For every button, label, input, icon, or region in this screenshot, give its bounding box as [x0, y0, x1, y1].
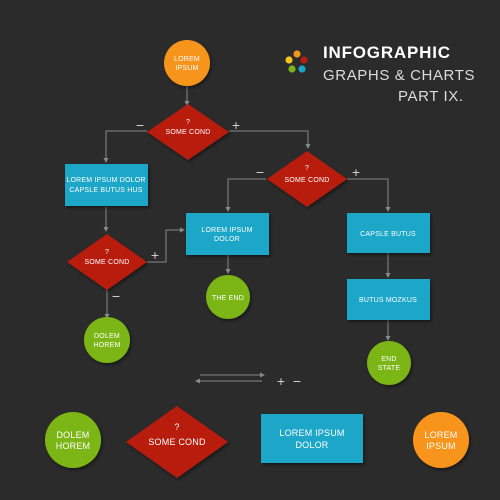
condition-question: ?	[105, 249, 109, 256]
condition-label: SOME COND	[166, 129, 211, 136]
arrow-icon	[260, 372, 265, 378]
arrow-icon	[385, 207, 391, 212]
process-rect	[186, 213, 269, 255]
arrow-icon	[180, 227, 185, 233]
title-block: INFOGRAPHIC GRAPHS & CHARTS PART IX.	[285, 43, 475, 105]
process-label-line2: DOLOR	[214, 236, 240, 243]
legend-diamond-label: SOME COND	[148, 437, 206, 447]
condition-diamond	[147, 104, 229, 160]
start-label-line2: IPSUM	[175, 65, 198, 72]
process-box-left: LOREM IPSUM DOLOR CAPSLE BUTUS HUS	[65, 164, 148, 206]
legend-red-diamond	[126, 406, 228, 478]
title-line2: GRAPHS & CHARTS	[323, 67, 475, 84]
arrow-icon	[385, 273, 391, 278]
the-end-node: THE END	[206, 275, 250, 319]
arrow-icon	[305, 144, 311, 149]
process-rect	[347, 213, 430, 253]
condition-diamond	[67, 234, 147, 290]
condition-question: ?	[186, 119, 190, 126]
end-label-line1: END	[381, 356, 396, 363]
arrow-icon	[225, 269, 231, 274]
condition-label: SOME COND	[85, 259, 130, 266]
minus-sign: −	[135, 119, 144, 132]
process-label-line1: LOREM IPSUM DOLOR	[66, 177, 145, 184]
arrow-icon	[104, 314, 110, 319]
legend-box-line1: LOREM IPSUM	[279, 428, 344, 438]
the-end-label: THE END	[212, 295, 244, 302]
process-label: CAPSLE BUTUS	[360, 231, 416, 238]
logo-dot	[298, 65, 306, 73]
condition-label: SOME COND	[285, 177, 330, 184]
connectors	[103, 86, 391, 341]
legend-blue-box	[261, 414, 363, 463]
legend-minus-sign: −	[292, 375, 301, 388]
logo-dot	[288, 65, 296, 73]
legend-box: LOREM IPSUM DOLOR	[261, 414, 363, 463]
legend-orange-line2: IPSUM	[426, 441, 456, 451]
legend-circle-orange: LOREM IPSUM	[413, 412, 469, 468]
legend-orange-line1: LOREM	[424, 430, 457, 440]
plus-sign: +	[150, 249, 159, 262]
legend-green-circle	[45, 412, 101, 468]
connector	[227, 178, 266, 209]
start-circle	[164, 40, 210, 86]
logo-icon	[285, 50, 308, 73]
logo-dot	[300, 56, 308, 64]
logo-dot	[293, 50, 301, 58]
arrow-icon	[225, 207, 231, 212]
start-label-line1: LOREM	[174, 56, 200, 63]
legend-green-line2: HOREM	[56, 441, 91, 451]
condition-question: ?	[305, 165, 309, 172]
minus-sign: −	[111, 290, 120, 303]
connector	[229, 130, 309, 146]
title-line3: PART IX.	[398, 88, 464, 105]
end-circle	[84, 317, 130, 363]
end-label-line1: DOLEM	[94, 333, 120, 340]
process-label-line1: LOREM IPSUM	[201, 227, 252, 234]
condition-node-1: ? SOME COND	[147, 104, 229, 160]
end-circle	[367, 341, 411, 385]
arrow-icon	[195, 378, 200, 384]
plus-sign: +	[351, 166, 360, 179]
arrow-icon	[103, 158, 109, 163]
legend-orange-circle	[413, 412, 469, 468]
legend: + − DOLEM HOREM ? SOME COND LOREM IPSUM …	[45, 372, 469, 478]
connector	[347, 178, 389, 209]
minus-sign: −	[255, 166, 264, 179]
legend-box-line2: DOLOR	[295, 440, 328, 450]
legend-diamond-question: ?	[174, 422, 179, 432]
process-label: BUTUS MOZKUS	[359, 297, 417, 304]
process-box-right-2: BUTUS MOZKUS	[347, 279, 430, 320]
legend-diamond: ? SOME COND	[126, 406, 228, 478]
legend-connectors	[195, 372, 265, 384]
process-box-right-1: CAPSLE BUTUS	[347, 213, 430, 253]
legend-plus-sign: +	[276, 375, 285, 388]
condition-node-3: ? SOME COND	[267, 151, 347, 207]
legend-circle-green: DOLEM HOREM	[45, 412, 101, 468]
end-label-line2: STATE	[378, 365, 401, 372]
condition-diamond	[267, 151, 347, 207]
logo-dot	[285, 56, 293, 64]
start-node: LOREM IPSUM	[164, 40, 210, 86]
arrow-icon	[103, 227, 109, 232]
legend-green-line1: DOLEM	[56, 430, 89, 440]
end-label-line2: HOREM	[93, 342, 120, 349]
end-node-right: END STATE	[367, 341, 411, 385]
end-node-left: DOLEM HOREM	[84, 317, 130, 363]
connector	[105, 130, 147, 160]
plus-sign: +	[231, 119, 240, 132]
end-circle	[206, 275, 250, 319]
process-rect	[65, 164, 148, 206]
process-box-middle: LOREM IPSUM DOLOR	[186, 213, 269, 255]
arrow-icon	[184, 101, 190, 106]
process-rect	[347, 279, 430, 320]
title-main: INFOGRAPHIC	[323, 43, 451, 62]
process-label-line2: CAPSLE BUTUS HUS	[69, 187, 142, 194]
condition-node-2: ? SOME COND	[67, 234, 147, 290]
connector	[147, 229, 181, 263]
arrow-icon	[385, 336, 391, 341]
